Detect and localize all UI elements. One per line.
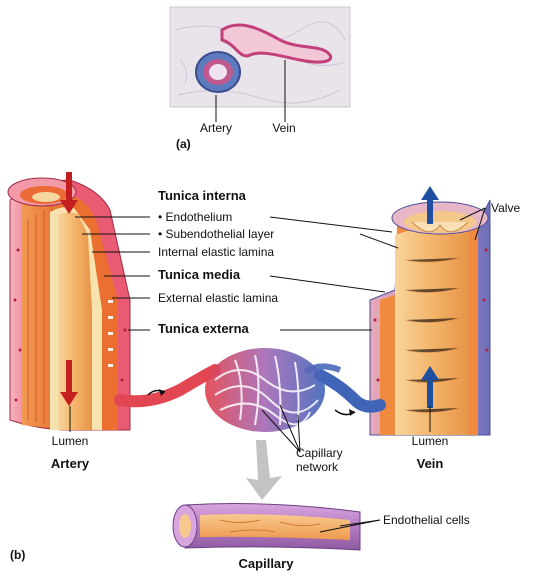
artery-lumen-label: Lumen [52, 434, 89, 448]
capillary-network-label: Capillary network [296, 446, 343, 474]
vein-lumen-label: Lumen [412, 434, 449, 448]
internal-elastic-label: Internal elastic lamina [158, 245, 274, 259]
tunica-media-label: Tunica media [158, 268, 240, 282]
tunica-interna-label: Tunica interna [158, 189, 246, 203]
capillary-label: Capillary [239, 557, 294, 571]
artery-label: Artery [51, 457, 89, 471]
panel-b-letter: (b) [10, 548, 25, 562]
valve-label: Valve [491, 201, 520, 215]
capillary-network [120, 348, 380, 500]
vein-label: Vein [417, 457, 444, 471]
external-elastic-label: External elastic lamina [158, 291, 278, 305]
vein-cylinder [370, 186, 490, 435]
endothelium-label: • Endothelium [158, 210, 232, 224]
tunica-externa-label: Tunica externa [158, 322, 249, 336]
subendothelial-label: • Subendothelial layer [158, 227, 274, 241]
endothelial-cells-label: Endothelial cells [383, 513, 470, 527]
zoom-arrow-icon [246, 440, 282, 500]
micrograph [170, 7, 350, 122]
panel-a-letter: (a) [176, 137, 191, 151]
artery-cylinder [8, 172, 130, 430]
micrograph-vein-label: Vein [272, 121, 295, 135]
micrograph-artery-label: Artery [200, 121, 232, 135]
capillary-detail [173, 504, 360, 550]
